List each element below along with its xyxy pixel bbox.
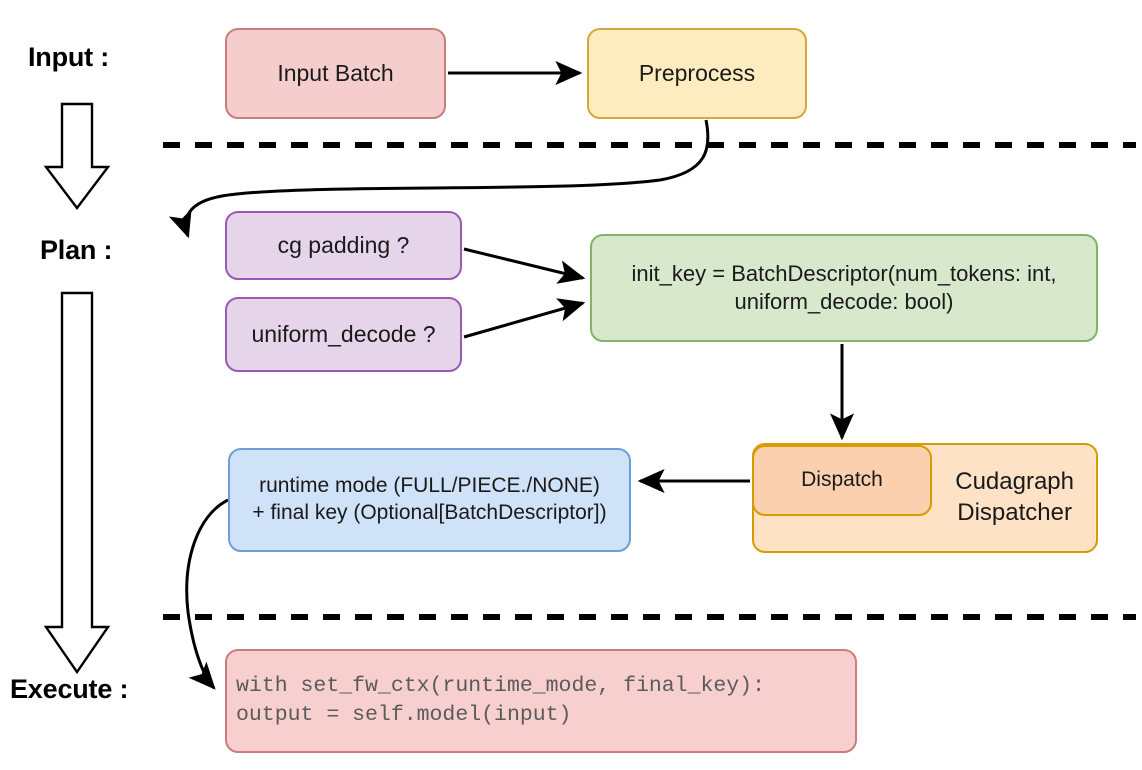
node-input-batch-label: Input Batch [277,59,394,86]
stage-label-plan: Plan : [40,235,113,265]
edge-uniform-decode-to-init-key [463,298,586,339]
node-init-key-label: init_key = BatchDescriptor(num_tokens: i… [631,260,1057,314]
node-uniform-decode-label: uniform_decode ? [251,320,436,347]
node-runtime-mode-label: runtime mode (FULL/PIECE./NONE) + final … [252,474,607,524]
stage-label-execute: Execute : [10,674,129,704]
edge-cg-padding-to-init-key [463,247,586,284]
edge-runtime-mode-to-execute-code [185,498,229,690]
node-runtime-mode[interactable]: runtime mode (FULL/PIECE./NONE) + final … [228,448,631,552]
node-preprocess[interactable]: Preprocess [587,28,807,119]
node-init-key[interactable]: init_key = BatchDescriptor(num_tokens: i… [590,234,1098,342]
stage-label-input: Input : [28,42,110,72]
node-preprocess-label: Preprocess [638,59,756,86]
node-uniform-decode[interactable]: uniform_decode ? [225,297,462,372]
node-dispatch[interactable]: Dispatch [752,445,932,516]
node-dispatch-label: Dispatch [801,468,883,492]
node-input-batch[interactable]: Input Batch [225,28,446,119]
node-execute-code-label: with set_fw_ctx(runtime_mode, final_key)… [236,673,765,727]
edge-preprocess-to-cg-padding [168,119,710,239]
node-cg-padding[interactable]: cg padding ? [225,211,462,280]
node-cudagraph-dispatcher-label: Cudagraph Dispatcher [955,468,1074,526]
node-cg-padding-label: cg padding ? [277,231,410,258]
node-execute-code[interactable]: with set_fw_ctx(runtime_mode, final_key)… [225,649,857,753]
plan-to-execute-flow-arrow [43,291,111,675]
input-to-plan-flow-arrow [43,102,111,210]
